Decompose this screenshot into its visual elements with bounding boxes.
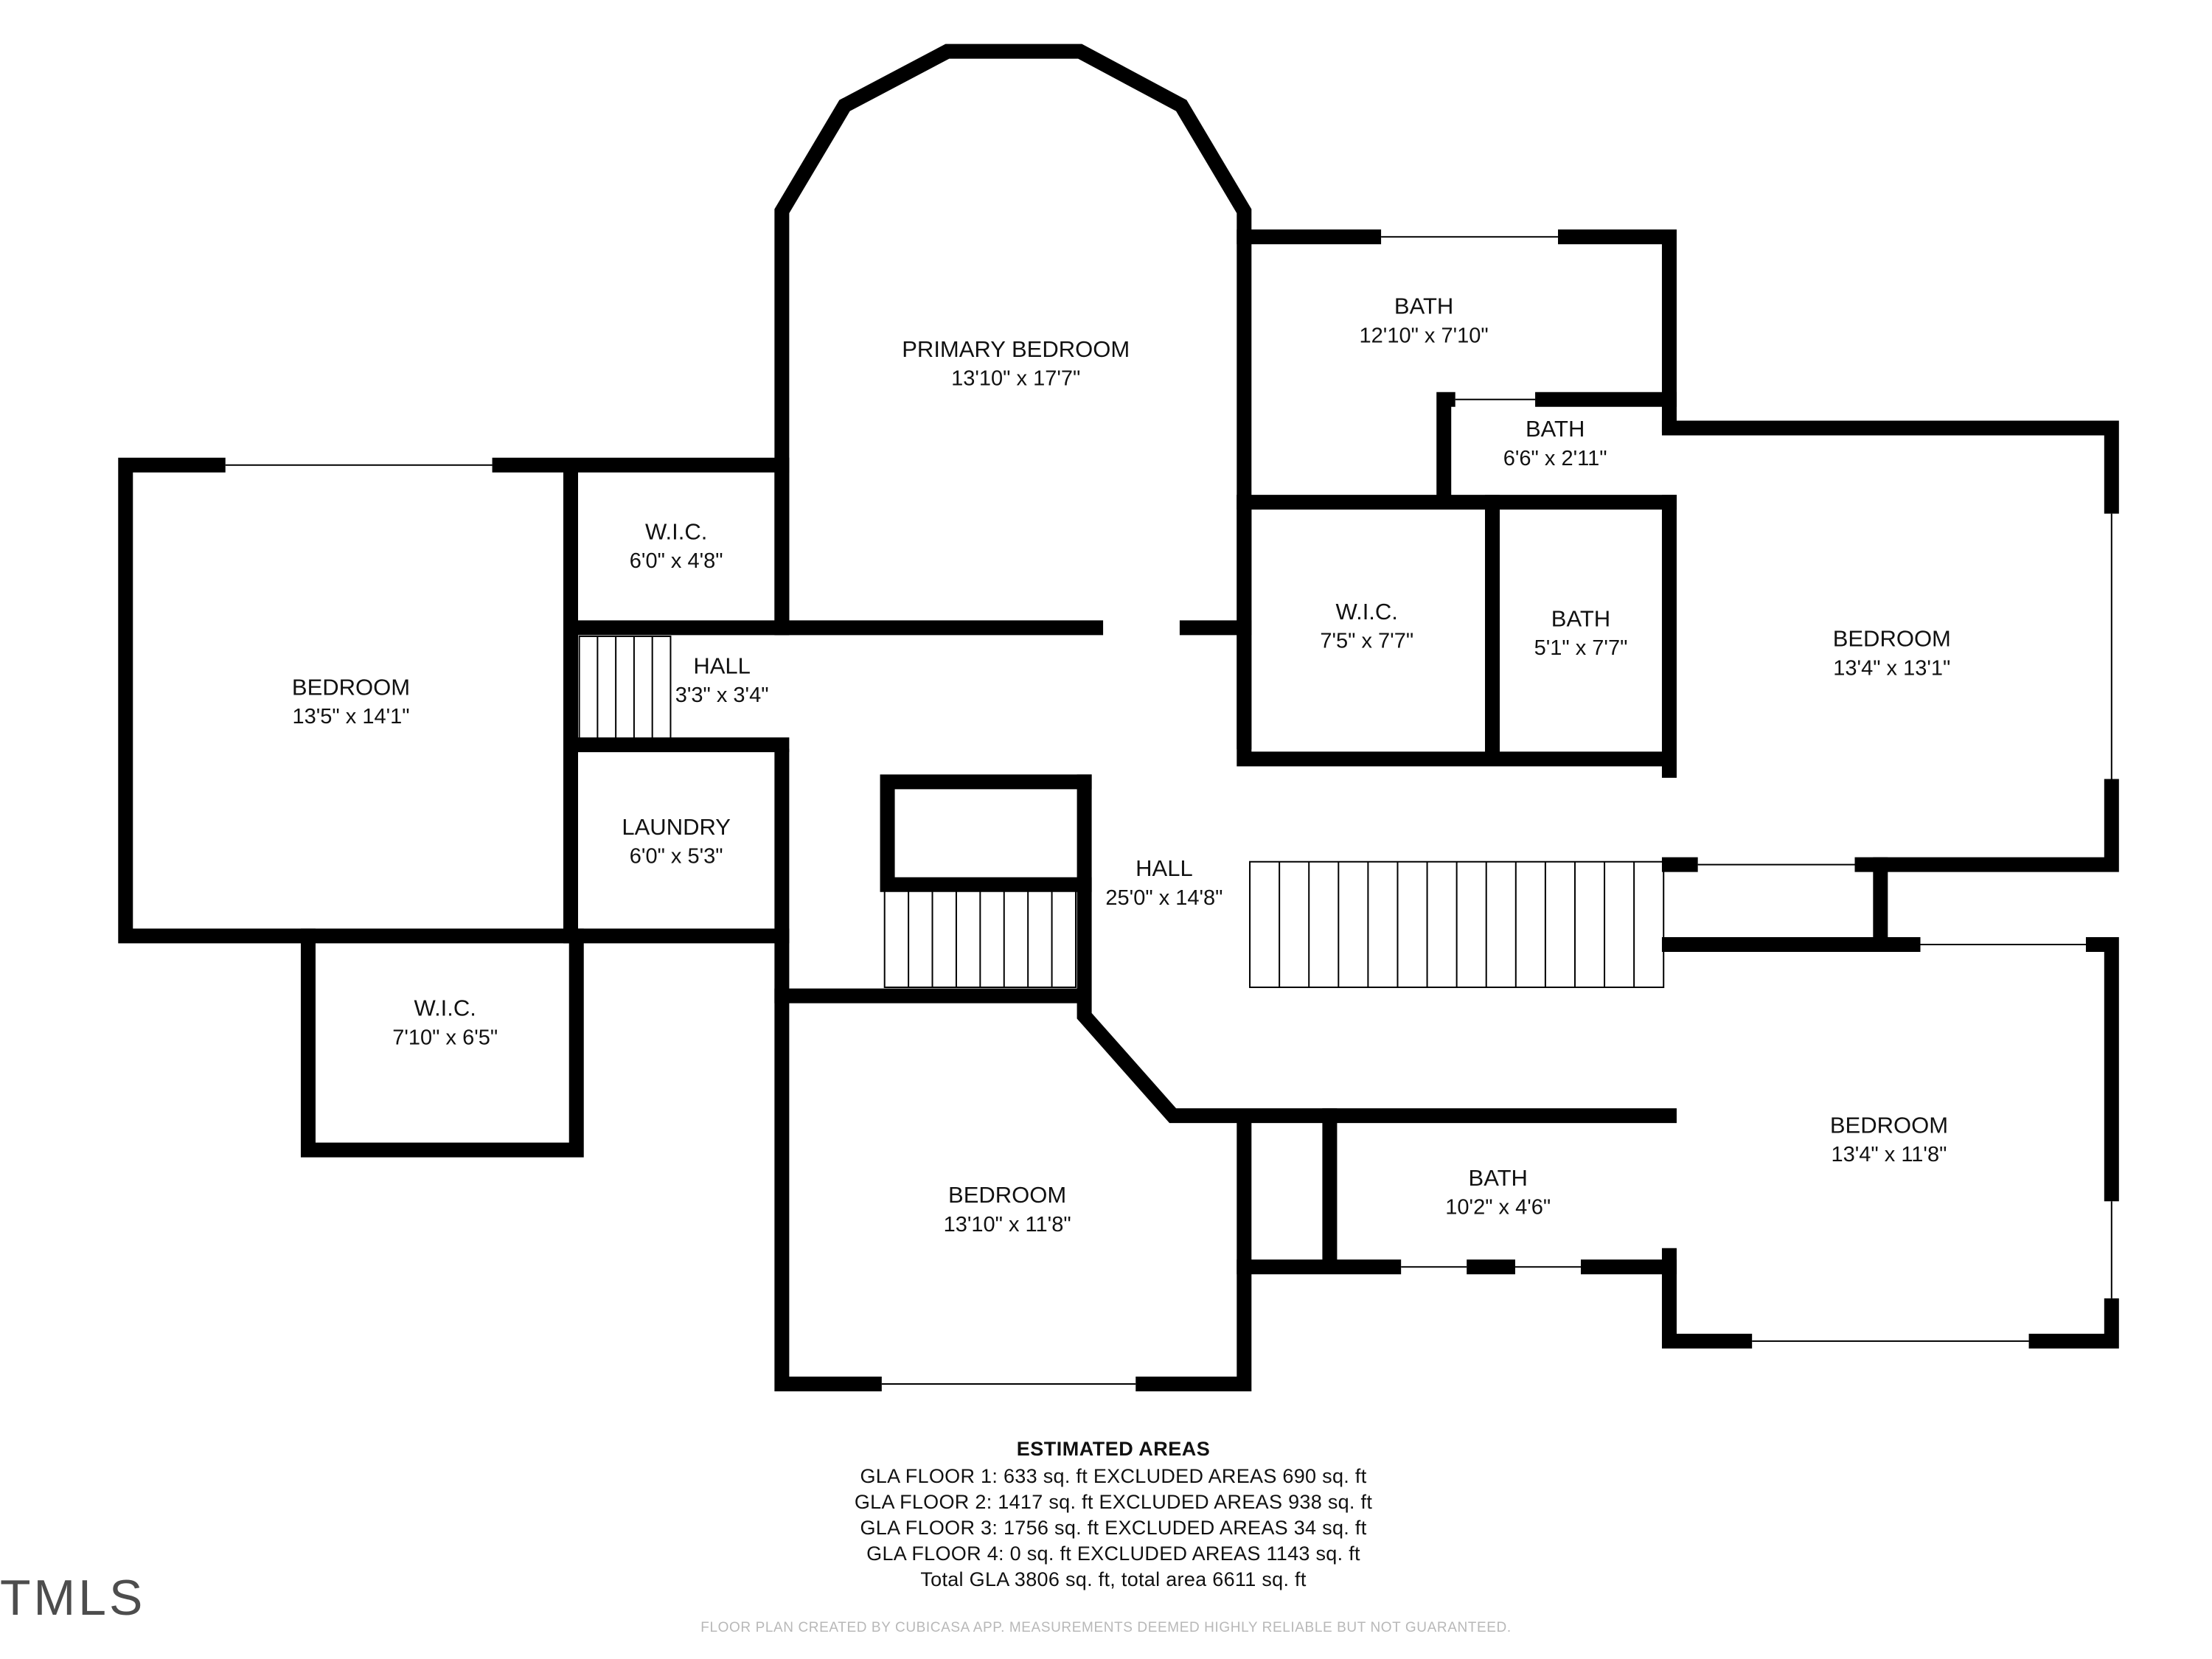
room-bedroom-southeast: BEDROOM 13'4" x 11'8": [1830, 1112, 1948, 1166]
room-dimensions: 13'5" x 14'1": [292, 705, 409, 728]
room-wic-3: W.I.C. 7'10" x 6'5": [392, 995, 498, 1050]
room-bath-3: BATH 5'1" x 7'7": [1534, 605, 1628, 660]
areas-line: GLA FLOOR 2: 1417 sq. ft EXCLUDED AREAS …: [854, 1491, 1373, 1513]
areas-line: GLA FLOOR 4: 0 sq. ft EXCLUDED AREAS 114…: [866, 1543, 1360, 1565]
room-bath-2: BATH 6'6" x 2'11": [1503, 416, 1607, 470]
room-name: W.I.C.: [414, 995, 476, 1021]
room-dimensions: 6'0" x 5'3": [630, 845, 723, 869]
wall: [782, 782, 1669, 1116]
areas-line: Total GLA 3806 sq. ft, total area 6611 s…: [920, 1568, 1307, 1590]
room-name: BEDROOM: [1833, 626, 1951, 652]
tmls-logo: TMLS: [0, 1570, 146, 1626]
wall: [888, 782, 1085, 884]
room-name: BATH: [1526, 416, 1585, 442]
room-name: BATH: [1394, 293, 1453, 319]
room-laundry: LAUNDRY 6'0" x 5'3": [622, 814, 731, 869]
room-dimensions: 13'10" x 17'7": [951, 366, 1080, 390]
room-wic-1: W.I.C. 6'0" x 4'8": [630, 518, 723, 573]
room-hall-main: HALL 25'0" x 14'8": [1105, 855, 1222, 910]
room-dimensions: 13'4" x 11'8": [1831, 1143, 1947, 1166]
room-dimensions: 5'1" x 7'7": [1534, 636, 1628, 660]
room-name: W.I.C.: [645, 518, 707, 544]
disclaimer: FLOOR PLAN CREATED BY CUBICASA APP. MEAS…: [700, 1620, 1512, 1635]
room-dimensions: 7'5" x 7'7": [1320, 629, 1413, 653]
wall: [308, 936, 577, 1150]
room-name: PRIMARY BEDROOM: [902, 336, 1130, 362]
estimated-areas: ESTIMATED AREAS GLA FLOOR 1: 633 sq. ft …: [737, 1438, 1489, 1593]
wall: [1244, 502, 1669, 771]
room-hall-small: HALL 3'3" x 3'4": [675, 653, 769, 707]
room-bedroom-east: BEDROOM 13'4" x 13'1": [1833, 626, 1951, 681]
room-labels: PRIMARY BEDROOM 13'10" x 17'7" BATH 12'10" …: [292, 293, 1951, 1237]
room-bedroom-west: BEDROOM 13'5" x 14'1": [292, 674, 410, 728]
stair-run: [578, 636, 672, 740]
room-dimensions: 25'0" x 14'8": [1105, 886, 1222, 910]
room-name: BATH: [1469, 1165, 1528, 1191]
room-dimensions: 6'0" x 4'8": [630, 549, 723, 573]
room-wic-2: W.I.C. 7'5" x 7'7": [1320, 599, 1413, 653]
room-dimensions: 3'3" x 3'4": [675, 684, 769, 707]
room-name: LAUNDRY: [622, 814, 731, 840]
room-name: BEDROOM: [948, 1182, 1066, 1208]
room-dimensions: 10'2" x 4'6": [1445, 1196, 1551, 1220]
stairs: [578, 636, 1665, 989]
room-name: BATH: [1551, 605, 1610, 631]
room-name: BEDROOM: [1830, 1112, 1948, 1138]
areas-line: GLA FLOOR 1: 633 sq. ft EXCLUDED AREAS 6…: [860, 1465, 1367, 1487]
room-bedroom-south: BEDROOM 13'10" x 11'8": [944, 1182, 1071, 1237]
room-bath-4: BATH 10'2" x 4'6": [1445, 1165, 1551, 1220]
room-dimensions: 13'4" x 13'1": [1833, 656, 1950, 680]
room-bath-1: BATH 12'10" x 7'10": [1360, 293, 1489, 348]
wall: [571, 465, 782, 936]
room-primary-bedroom: PRIMARY BEDROOM 13'10" x 17'7": [902, 336, 1130, 391]
room-name: HALL: [693, 653, 751, 678]
room-name: HALL: [1135, 855, 1193, 881]
windows: [225, 229, 2120, 1392]
room-dimensions: 6'6" x 2'11": [1503, 447, 1607, 470]
room-name: W.I.C.: [1336, 599, 1398, 625]
wall: [1244, 1116, 1669, 1267]
room-dimensions: 12'10" x 7'10": [1360, 324, 1489, 347]
wall: [782, 757, 1244, 1384]
room-dimensions: 7'10" x 6'5": [392, 1026, 498, 1049]
areas-line: GLA FLOOR 3: 1756 sq. ft EXCLUDED AREAS …: [860, 1517, 1367, 1539]
wall: [782, 52, 1244, 742]
room-name: BEDROOM: [292, 674, 410, 700]
room-dimensions: 13'10" x 11'8": [944, 1213, 1071, 1237]
walls: [125, 52, 2112, 1384]
areas-heading: ESTIMATED AREAS: [1016, 1438, 1211, 1460]
